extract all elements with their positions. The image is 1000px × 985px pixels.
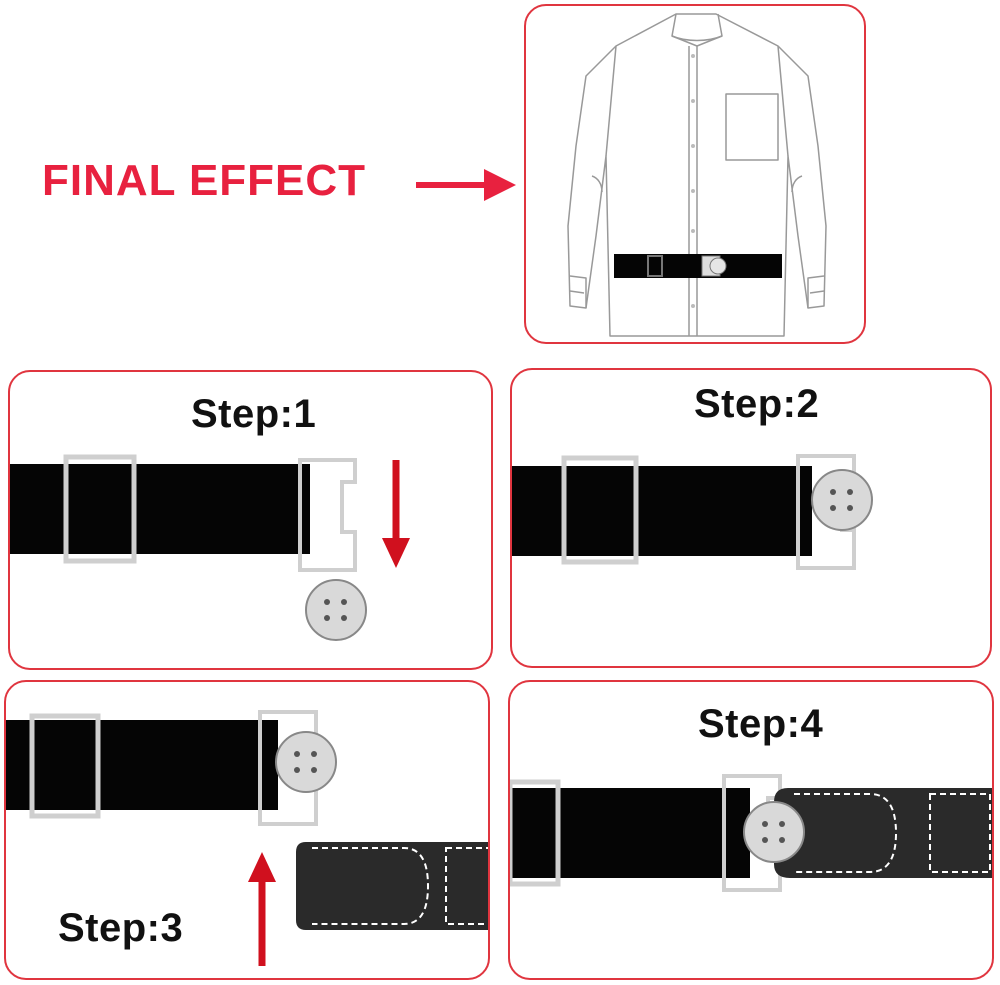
step-4-panel: Step:4	[508, 680, 994, 980]
step-3-panel: Step:3	[4, 680, 490, 980]
step-4-label: Step:4	[698, 702, 824, 746]
final-effect-label: FINAL EFFECT	[42, 156, 367, 205]
shirt-illustration	[567, 13, 827, 337]
step-2-illustration	[512, 454, 873, 570]
step-2-label: Step:2	[694, 382, 820, 426]
step-3-illustration	[6, 710, 488, 966]
step-1-label: Step:1	[191, 392, 317, 436]
shirt-panel	[524, 4, 866, 344]
step-3-label: Step:3	[58, 906, 184, 950]
step-1-illustration	[10, 454, 410, 641]
step-4-illustration	[510, 774, 992, 892]
step-2-panel: Step:2	[510, 368, 992, 668]
final-effect-arrow	[416, 169, 516, 201]
step-1-panel: Step:1	[8, 370, 493, 670]
